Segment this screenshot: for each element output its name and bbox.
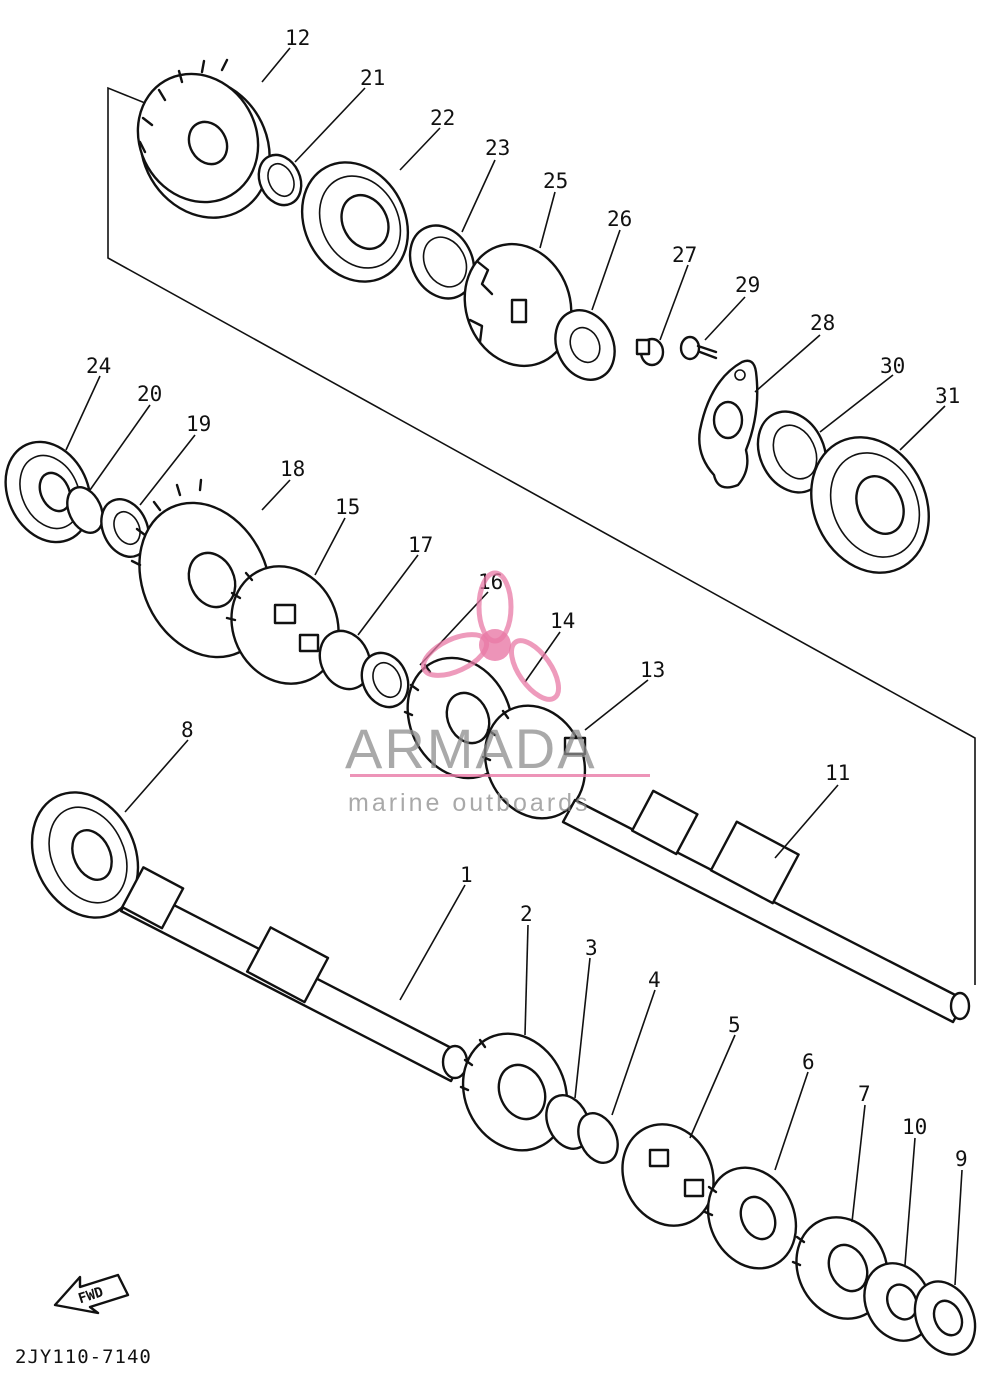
label-17: 17 bbox=[408, 533, 433, 557]
washer-16 bbox=[360, 651, 410, 709]
plate-28 bbox=[698, 359, 759, 489]
label-18: 18 bbox=[280, 457, 305, 481]
label-5: 5 bbox=[728, 1013, 741, 1037]
label-27: 27 bbox=[672, 243, 697, 267]
label-1: 1 bbox=[460, 863, 473, 887]
circlip-4 bbox=[577, 1112, 619, 1164]
watermark-tagline: marine outboards bbox=[348, 789, 591, 817]
label-22: 22 bbox=[430, 106, 455, 130]
label-29: 29 bbox=[735, 273, 760, 297]
label-26: 26 bbox=[607, 207, 632, 231]
label-21: 21 bbox=[360, 66, 385, 90]
label-12: 12 bbox=[285, 26, 310, 50]
bolt-27 bbox=[635, 337, 665, 367]
gear-2 bbox=[459, 1032, 569, 1152]
oil-seal-30 bbox=[756, 410, 828, 494]
bearing-24 bbox=[4, 440, 92, 544]
label-7: 7 bbox=[858, 1082, 871, 1106]
fwd-arrow-icon: FWD bbox=[53, 1273, 130, 1315]
label-9: 9 bbox=[955, 1147, 968, 1171]
propeller-logo-icon bbox=[420, 570, 561, 702]
gear-5 bbox=[621, 1123, 715, 1227]
label-3: 3 bbox=[585, 936, 598, 960]
gear-6 bbox=[703, 1166, 798, 1270]
label-31: 31 bbox=[935, 384, 960, 408]
label-2: 2 bbox=[520, 902, 533, 926]
label-28: 28 bbox=[810, 311, 835, 335]
label-11: 11 bbox=[825, 761, 850, 785]
fwd-label: FWD bbox=[76, 1284, 105, 1307]
sprocket-25 bbox=[463, 242, 573, 368]
circlip-17 bbox=[318, 629, 372, 691]
lock-washer-26 bbox=[554, 309, 616, 381]
part-number-labels: 12 21 22 23 25 26 27 29 28 30 31 24 20 1… bbox=[86, 26, 968, 1171]
label-15: 15 bbox=[335, 495, 360, 519]
washer-19 bbox=[100, 498, 150, 558]
label-20: 20 bbox=[137, 382, 162, 406]
circlip-20 bbox=[66, 486, 104, 534]
label-19: 19 bbox=[186, 412, 211, 436]
label-10: 10 bbox=[902, 1115, 927, 1139]
bearing-8 bbox=[30, 791, 140, 919]
label-8: 8 bbox=[181, 718, 194, 742]
washer-21 bbox=[257, 153, 303, 207]
bearing-22 bbox=[300, 161, 410, 283]
watermark: ARMADA marine outboards bbox=[345, 570, 650, 817]
label-24: 24 bbox=[86, 354, 111, 378]
label-14: 14 bbox=[550, 609, 575, 633]
bearing-31 bbox=[810, 436, 930, 574]
gear-15 bbox=[225, 565, 340, 685]
gear-13 bbox=[481, 704, 587, 820]
leader-lines bbox=[65, 47, 963, 1286]
label-13: 13 bbox=[640, 658, 665, 682]
label-4: 4 bbox=[648, 968, 661, 992]
collar-9 bbox=[913, 1280, 977, 1356]
main-axle-11 bbox=[561, 789, 971, 1024]
watermark-brand: ARMADA bbox=[345, 717, 597, 780]
assembly-boundary-lines bbox=[107, 86, 976, 985]
drive-axle-1 bbox=[119, 866, 469, 1083]
gear-12 bbox=[136, 58, 271, 219]
bolt-29 bbox=[679, 335, 718, 361]
drawing-code: 2JY110-7140 bbox=[15, 1346, 152, 1368]
label-25: 25 bbox=[543, 169, 568, 193]
label-23: 23 bbox=[485, 136, 510, 160]
label-6: 6 bbox=[802, 1050, 815, 1074]
label-30: 30 bbox=[880, 354, 905, 378]
bearing-10 bbox=[863, 1262, 933, 1342]
oil-seal-23 bbox=[408, 224, 476, 300]
